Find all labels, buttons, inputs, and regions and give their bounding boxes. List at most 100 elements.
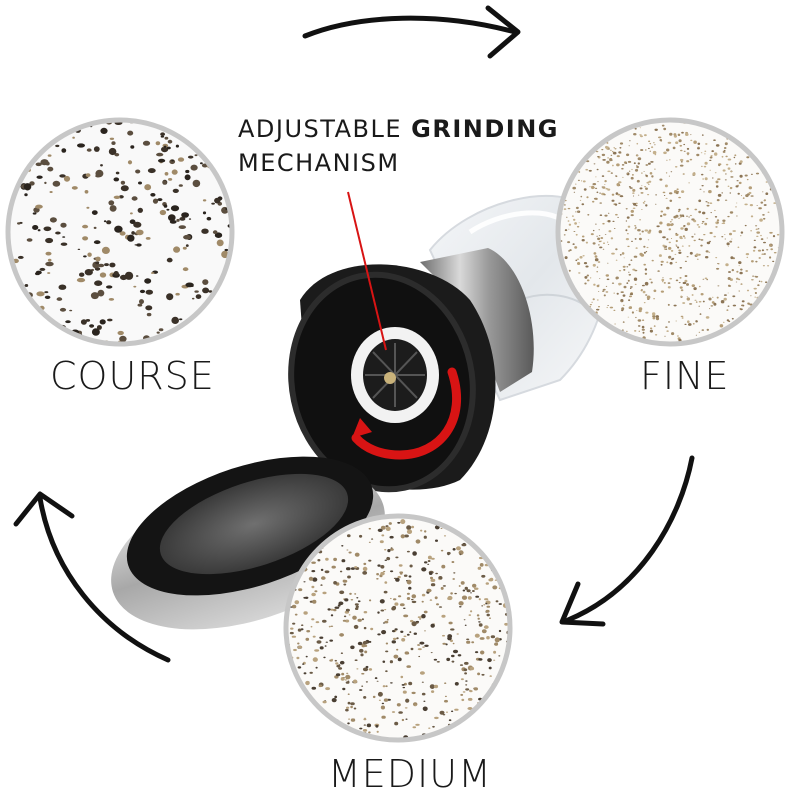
pepper-flake — [746, 289, 750, 292]
pepper-flake — [427, 563, 430, 565]
pepper-flake — [641, 328, 645, 331]
pepper-flake — [748, 191, 752, 195]
pepper-flake — [628, 273, 632, 276]
pepper-flake — [444, 695, 447, 698]
pepper-flake — [427, 560, 431, 562]
pepper-flake — [698, 226, 701, 228]
pepper-flake — [399, 571, 404, 574]
pepper-flake — [678, 251, 682, 254]
pepper-flake — [297, 645, 303, 649]
pepper-flake — [379, 599, 385, 604]
pepper-flake — [692, 323, 695, 325]
pepper-flake — [669, 199, 673, 202]
pepper-flake — [745, 194, 749, 198]
pepper-flake — [309, 671, 313, 674]
pepper-flake — [589, 277, 592, 279]
pepper-flake — [652, 316, 656, 320]
pepper-flake — [607, 157, 609, 159]
pepper-flake — [630, 286, 633, 288]
pepper-flake — [585, 265, 589, 268]
pepper-flake — [621, 167, 624, 170]
pepper-flake — [586, 196, 589, 199]
pepper-flake — [486, 605, 491, 608]
pepper-flake — [598, 244, 600, 246]
pepper-flake — [602, 186, 606, 189]
pepper-flake — [684, 323, 687, 325]
pepper-flake — [634, 283, 637, 285]
pepper-flake — [84, 190, 89, 194]
pepper-flake — [405, 718, 408, 720]
pepper-flake — [717, 193, 722, 197]
pepper-flake — [693, 172, 696, 174]
pepper-flake — [746, 178, 749, 181]
pepper-flake — [563, 234, 566, 236]
pepper-flake — [711, 301, 715, 304]
pepper-flake — [649, 278, 652, 281]
pepper-flake — [760, 280, 763, 283]
pepper-flake — [669, 221, 672, 223]
pepper-flake — [424, 630, 426, 632]
pepper-flake — [634, 225, 637, 227]
pepper-flake — [645, 174, 648, 177]
pepper-flake — [400, 630, 404, 633]
pepper-flake — [632, 268, 636, 271]
pepper-flake — [368, 559, 372, 562]
pepper-flake — [739, 271, 743, 275]
pepper-flake — [442, 585, 446, 587]
pepper-flake — [350, 567, 355, 570]
pepper-flake — [448, 621, 453, 625]
pepper-flake — [699, 188, 702, 190]
pepper-flake — [621, 252, 625, 255]
pepper-flake — [588, 169, 592, 172]
pepper-flake — [322, 619, 327, 623]
pepper-flake — [626, 282, 629, 284]
pepper-flake — [451, 660, 454, 663]
pepper-flake — [601, 149, 604, 151]
pepper-flake — [596, 308, 600, 311]
pepper-flake — [606, 160, 610, 164]
pepper-flake — [681, 190, 685, 194]
pepper-flake — [665, 197, 668, 199]
pepper-flake — [749, 204, 754, 207]
pepper-flake — [460, 678, 464, 681]
pepper-flake — [312, 577, 318, 582]
pepper-flake — [415, 539, 421, 544]
pepper-flake — [628, 299, 631, 302]
pepper-flake — [640, 289, 643, 292]
pepper-flake — [385, 525, 389, 528]
pepper-flake — [145, 237, 151, 240]
pepper-flake — [674, 253, 677, 255]
pepper-flake — [681, 317, 684, 319]
pepper-flake — [644, 229, 649, 232]
pepper-flake — [627, 279, 630, 282]
pepper-flake — [677, 246, 680, 249]
pepper-flake — [389, 535, 394, 539]
pepper-flake — [662, 281, 664, 283]
pepper-flake — [701, 173, 704, 176]
pepper-flake — [572, 243, 575, 246]
pepper-flake — [666, 148, 670, 152]
pepper-flake — [175, 144, 179, 148]
pepper-flake — [654, 128, 658, 131]
pepper-flake — [359, 727, 363, 730]
medium-label: MEDIUM — [328, 752, 492, 796]
pepper-flake — [717, 263, 719, 264]
pepper-flake — [634, 228, 637, 230]
pepper-flake — [466, 638, 470, 641]
pepper-flake — [641, 230, 644, 233]
pepper-flake — [362, 640, 368, 645]
pepper-flake — [694, 299, 697, 301]
pepper-flake — [384, 609, 387, 611]
pepper-flake — [434, 596, 438, 600]
pepper-flake — [691, 284, 695, 287]
pepper-flake — [477, 672, 481, 676]
pepper-flake — [99, 319, 106, 325]
pepper-flake — [411, 594, 417, 599]
pepper-flake — [454, 682, 459, 686]
pepper-flake — [679, 214, 683, 217]
pepper-flake — [620, 300, 623, 303]
pepper-flake — [341, 545, 344, 547]
pepper-flake — [732, 295, 736, 298]
pepper-flake — [619, 142, 624, 145]
pepper-flake — [709, 308, 711, 310]
